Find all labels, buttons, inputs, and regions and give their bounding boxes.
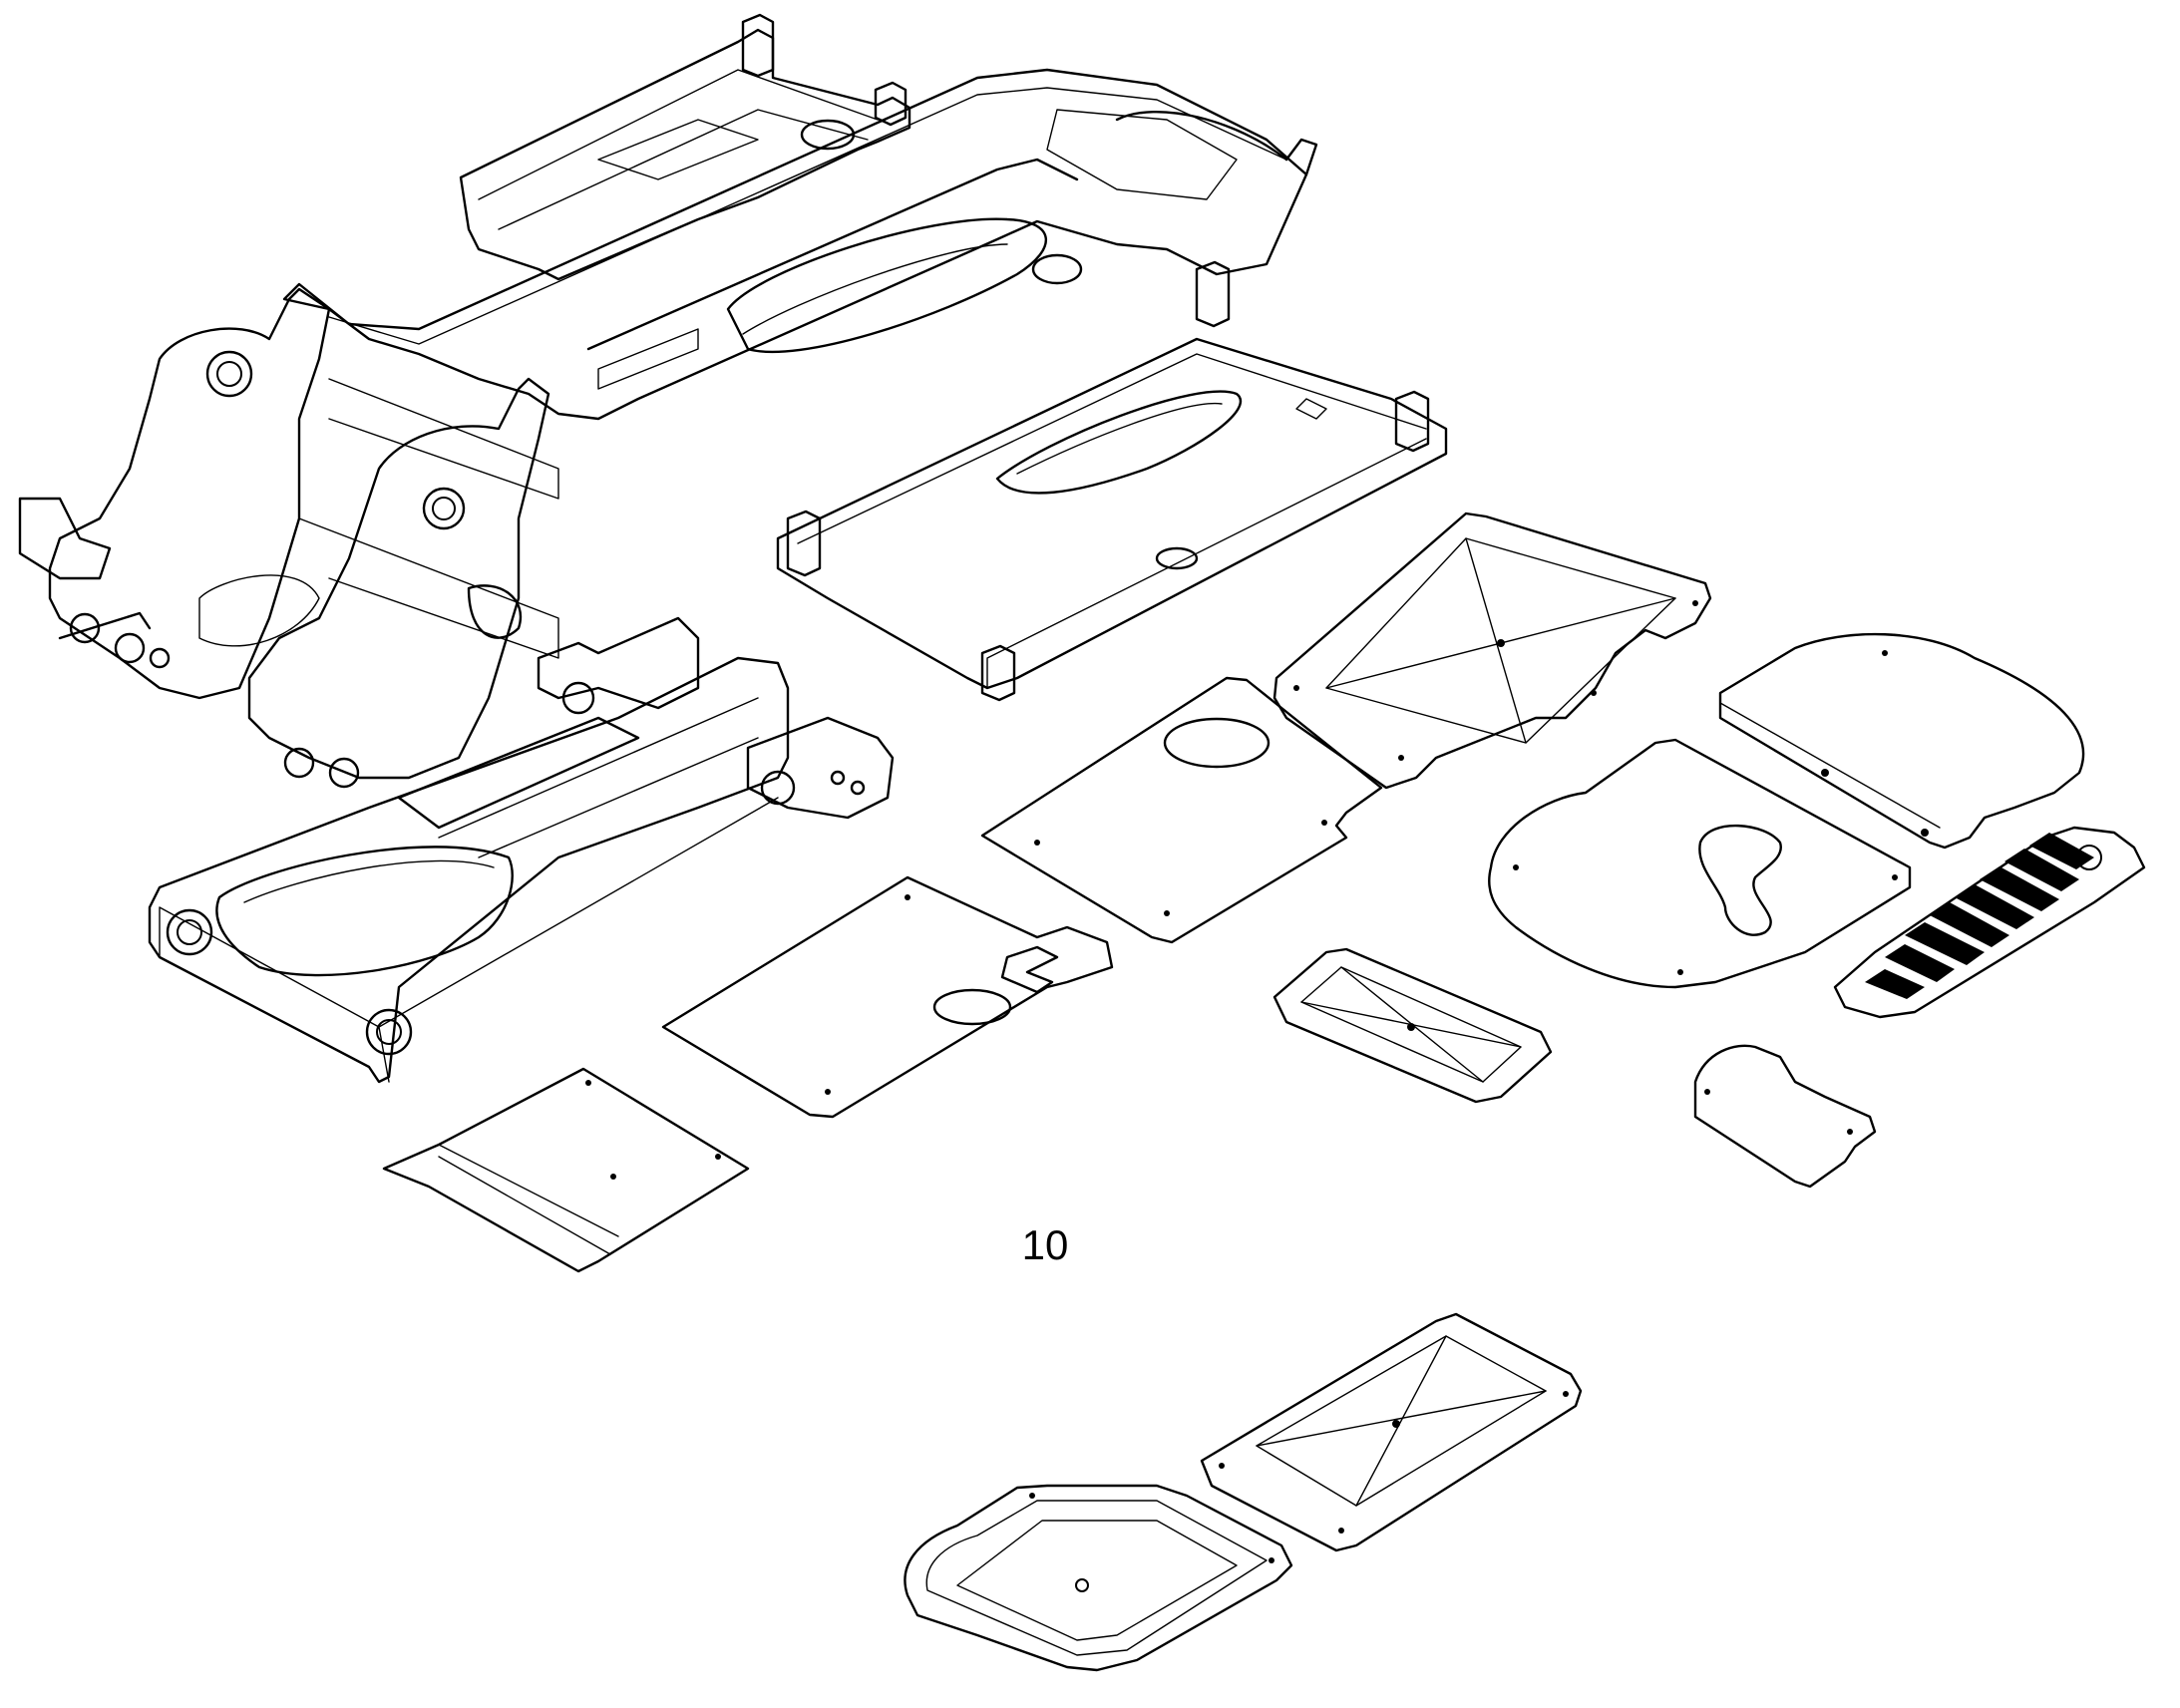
small-bracket-panel xyxy=(1693,1044,1877,1189)
rounded-panel-with-cutout xyxy=(1488,738,1912,989)
left-boom-mount xyxy=(18,287,559,789)
right-deck-frame xyxy=(776,260,1448,702)
louver-slots xyxy=(1865,833,2094,999)
main-frame xyxy=(18,13,1448,1084)
cover-panel-pyramid-small xyxy=(1272,947,1553,1104)
rear-subframe xyxy=(459,13,911,281)
louvered-grille xyxy=(1833,826,2146,1019)
round-end-panel xyxy=(1718,632,2085,850)
folded-plate xyxy=(382,1067,750,1273)
cover-panel-pyramid-large xyxy=(1272,512,1712,790)
plate-with-hole-upper xyxy=(980,676,1383,944)
callout-label: 10 xyxy=(1021,1221,1069,1268)
plate-with-tab-middle xyxy=(661,875,1114,1119)
tray-panel-bottom xyxy=(904,1484,1293,1672)
front-subframe xyxy=(148,616,895,1084)
cover-panel-pyramid-bottom xyxy=(1200,1312,1583,1552)
